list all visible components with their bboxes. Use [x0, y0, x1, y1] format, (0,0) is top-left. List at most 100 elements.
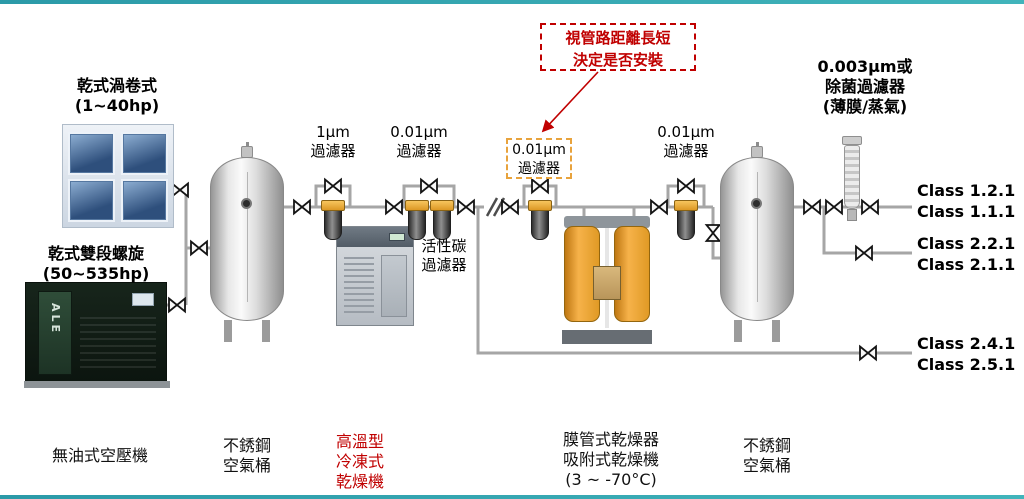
- tank1-caption: 不銹鋼 空氣桶: [202, 436, 292, 476]
- callout-line: 視管路距離長短: [565, 29, 671, 47]
- valve-icon: [420, 178, 438, 194]
- class-label: Class 2.5.1: [917, 355, 1016, 374]
- output-class-group-1: Class 1.2.1 Class 1.1.1: [917, 180, 1017, 222]
- tank-leg: [262, 320, 270, 342]
- pipe-branch-class24: [476, 207, 912, 355]
- pipe-branch-class2: [822, 207, 912, 255]
- filter-001um-final: [674, 200, 698, 242]
- tank-shell: [720, 157, 794, 321]
- sterile-filter-label: 0.003μm或 除菌過濾器 (薄膜/蒸氣): [798, 57, 932, 117]
- output-class-group-2: Class 2.2.1 Class 2.1.1: [917, 233, 1017, 275]
- tank-leg: [734, 320, 742, 342]
- compressor-badge: ALE: [49, 303, 62, 336]
- filter-head: [321, 200, 345, 211]
- screw-compressor-name: 乾式雙段螺旋: [47, 244, 144, 263]
- slide-bottom-border: [0, 495, 1024, 499]
- filter-label-line: 1μm: [316, 123, 350, 141]
- valve-icon: [677, 178, 695, 194]
- compressor-unit: [68, 132, 115, 175]
- desiccant-dryer-caption: 膜管式乾燥器 吸附式乾燥機 (3 ~ -70°C): [541, 430, 681, 490]
- filter-label-line: 0.01μm: [657, 123, 715, 141]
- filter-1um: [321, 200, 345, 242]
- filter-label-line: 活性碳: [421, 237, 467, 255]
- filter-label-line: 除菌過濾器: [824, 77, 905, 96]
- valve-icon: [293, 199, 311, 215]
- dryer-top-panel: [337, 227, 413, 247]
- dryer-manifold: [564, 216, 650, 228]
- scroll-compressor-image: [62, 124, 174, 228]
- caption-line: (3 ~ -70°C): [565, 470, 657, 489]
- callout-arrow: [541, 71, 599, 133]
- output-class-group-3: Class 2.4.1 Class 2.5.1: [917, 333, 1017, 375]
- filter-bowl: [531, 211, 549, 240]
- tank2-caption: 不銹鋼 空氣桶: [722, 436, 812, 476]
- filter-activated-carbon: [430, 200, 454, 242]
- caption-line: 無油式空壓機: [51, 446, 148, 465]
- caption-line: 不銹鋼: [742, 436, 791, 455]
- valve-icon: [457, 199, 475, 215]
- tank-port: [751, 198, 762, 209]
- scroll-compressor-label: 乾式渦卷式 (1~40hp): [47, 76, 187, 116]
- tank-leg: [772, 320, 780, 342]
- filter-label-line: 過濾器: [396, 142, 442, 160]
- tank-shell: [210, 157, 284, 321]
- tank-port: [241, 198, 252, 209]
- refrigerated-dryer-unit: [336, 226, 414, 326]
- class-label: Class 1.1.1: [917, 202, 1016, 221]
- dryer-side-panel: [381, 255, 407, 317]
- dryer-base: [562, 330, 652, 344]
- filter-label-line: 0.01μm: [390, 123, 448, 141]
- valve-icon: [385, 199, 403, 215]
- filter-label-line: 0.003μm或: [817, 57, 913, 76]
- valve-icon: [803, 199, 821, 215]
- callout-line: 決定是否安裝: [572, 51, 663, 69]
- valve-icon: [855, 245, 873, 261]
- filter-bowl: [408, 211, 426, 240]
- filter-label-line: 過濾器: [421, 256, 467, 274]
- sterile-filter-body: [844, 145, 860, 209]
- valve-icon: [190, 240, 208, 256]
- class-label: Class 1.2.1: [917, 181, 1016, 200]
- sterile-filter-clamp: [847, 209, 857, 221]
- pipe-bypass-loops: [314, 184, 706, 207]
- carbon-filter-label: 活性碳 過濾器: [412, 237, 476, 275]
- valve-icon: [650, 199, 668, 215]
- caption-line: 乾燥機: [335, 472, 384, 491]
- compressor-door-panel: [38, 291, 72, 375]
- valve-icon: [501, 199, 519, 215]
- filter-001um: [405, 200, 429, 242]
- optional-filter-label-box: 0.01μm 過濾器: [506, 138, 572, 179]
- scroll-compressor-power: (1~40hp): [74, 96, 160, 115]
- air-tank-1: [210, 142, 284, 342]
- oil-free-compressor-caption: 無油式空壓機: [20, 446, 180, 466]
- pipe-distance-callout: 視管路距離長短 決定是否安裝: [540, 23, 696, 71]
- compressor-vents: [80, 317, 156, 371]
- filter-1um-label: 1μm 過濾器: [303, 123, 363, 161]
- filter-head: [430, 200, 454, 211]
- caption-line: 冷凍式: [335, 452, 384, 471]
- air-tank-2: [720, 142, 794, 342]
- caption-line: 空氣桶: [742, 456, 791, 475]
- compressor-unit: [68, 179, 115, 222]
- filter-head: [405, 200, 429, 211]
- valve-icon: [171, 182, 189, 198]
- filter-bowl: [324, 211, 342, 240]
- tank-leg: [224, 320, 232, 342]
- valve-icon: [705, 224, 721, 242]
- tank-seam: [247, 172, 248, 302]
- final-filter-label: 0.01μm 過濾器: [655, 123, 717, 161]
- dryer-vent-grille: [344, 257, 374, 317]
- caption-line: 高溫型: [335, 432, 384, 451]
- slide-top-border: [0, 0, 1024, 4]
- filter-head: [528, 200, 552, 211]
- filter-label-line: 過濾器: [518, 161, 560, 177]
- desiccant-dryer-unit: [562, 214, 652, 344]
- valve-icon: [825, 199, 843, 215]
- class-label: Class 2.4.1: [917, 334, 1016, 353]
- valve-icon: [531, 178, 549, 194]
- compressor-base: [24, 381, 170, 388]
- caption-line: 空氣桶: [222, 456, 271, 475]
- screw-compressor-power: (50~535hp): [42, 264, 150, 283]
- sterile-filter-unit: [842, 136, 862, 222]
